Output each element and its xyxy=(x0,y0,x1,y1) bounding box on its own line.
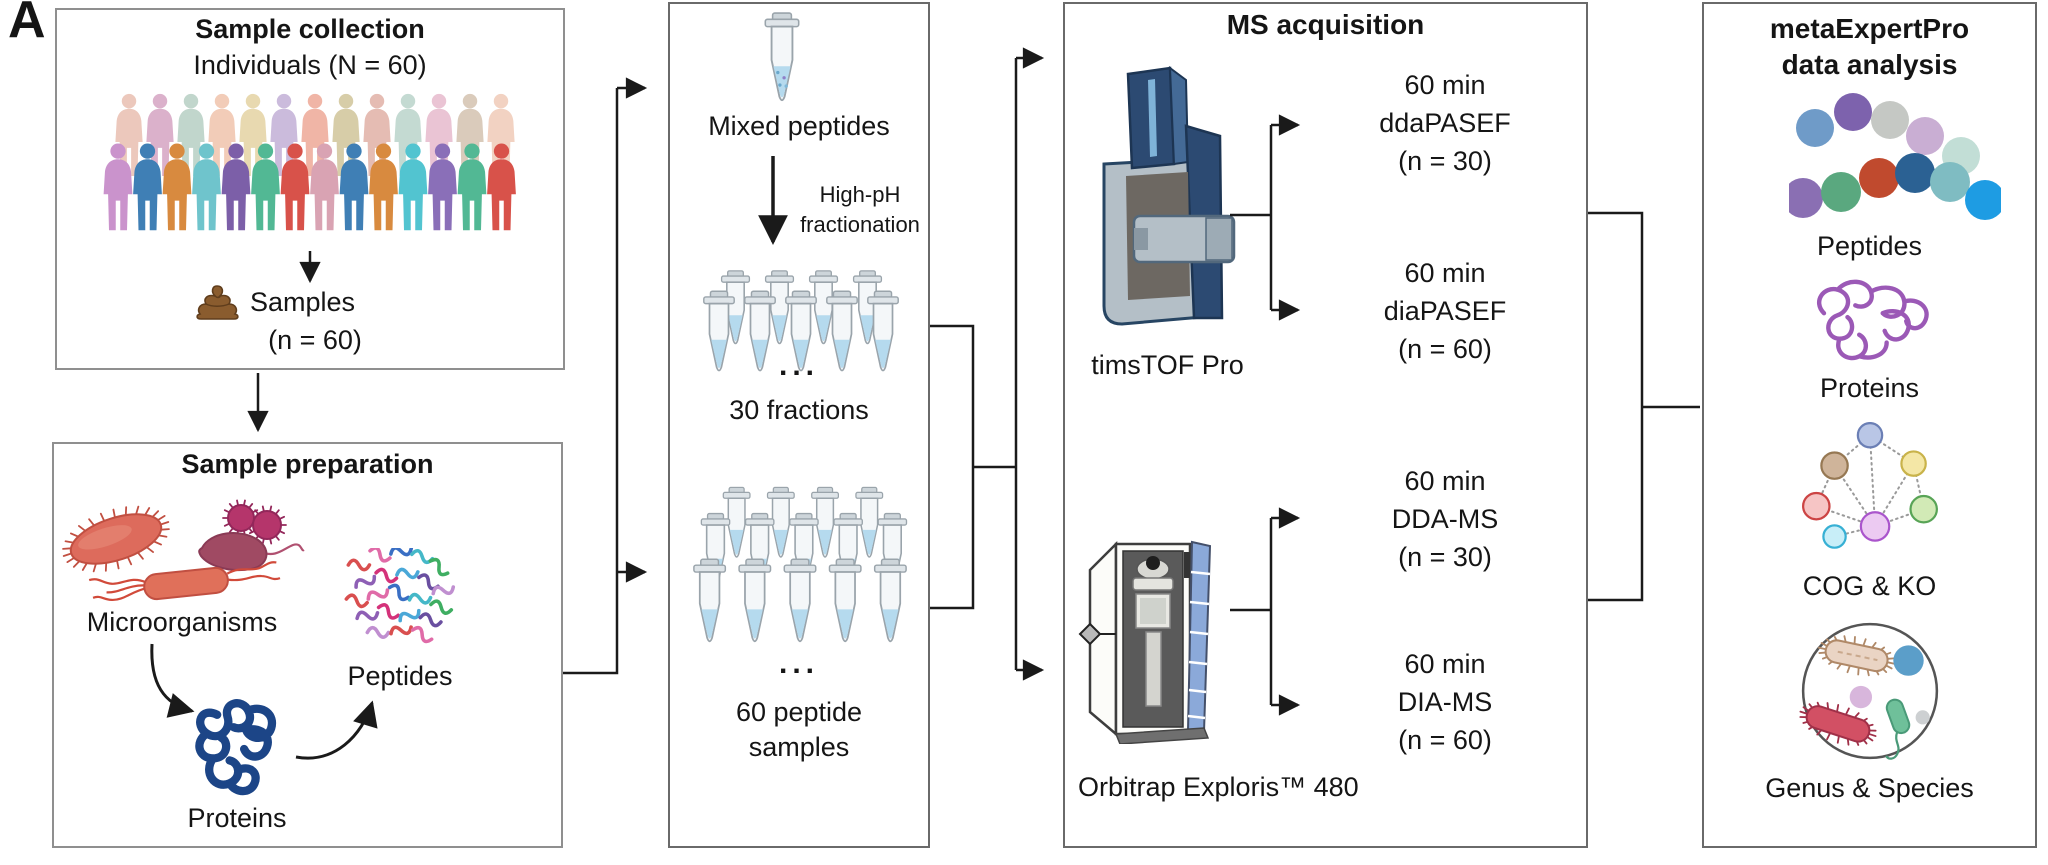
method-diapasef: 60 min diaPASEF (n = 60) xyxy=(1383,258,1507,364)
analysis-protein-tangle-icon xyxy=(1817,279,1929,361)
mixed-peptides-label: Mixed peptides xyxy=(708,111,890,141)
fractionation-panel xyxy=(668,2,930,848)
microbe-tan-rod-icon xyxy=(1818,635,1896,677)
method-dda-ms: 60 min DDA-MS (n = 30) xyxy=(1391,466,1499,572)
sample-preparation-title: Sample preparation xyxy=(181,449,434,479)
cog-ko-label: COG & KO xyxy=(1802,571,1937,601)
ellipsis-samples: ... xyxy=(778,647,819,680)
connector-preparation-out xyxy=(563,88,619,675)
microbe-gray-coccus-icon xyxy=(1915,710,1930,725)
ms-acquisition-title: MS acquisition xyxy=(1226,9,1425,40)
microorganisms-illustration xyxy=(62,499,305,601)
connector-fractionation-merge xyxy=(930,324,975,610)
fractions-label: 30 fractions xyxy=(729,395,869,425)
bacterium-spiky-rod-icon xyxy=(62,505,170,573)
microbe-red-rod-icon xyxy=(1799,701,1877,746)
crowd-illustration xyxy=(103,93,516,231)
cog-ko-network-icon xyxy=(1802,422,1938,549)
peptide-beads-icon xyxy=(1789,93,2001,220)
mixed-peptides-tube-icon xyxy=(764,12,800,102)
genus-species-label: Genus & Species xyxy=(1765,773,1974,803)
analysis-peptides-label: Peptides xyxy=(1816,231,1923,261)
samples-label: Samples xyxy=(250,287,356,317)
peptides-label: Peptides xyxy=(347,661,453,691)
bacterium-flagellated-rod-icon xyxy=(88,561,281,601)
protein-tangle-icon xyxy=(195,699,277,796)
stool-sample-icon xyxy=(196,285,239,320)
peptide-samples-label-line1: 60 peptide xyxy=(735,697,863,727)
figure-label: A xyxy=(8,0,46,49)
genus-species-icon xyxy=(1799,622,1939,760)
method-ddapasef: 60 min ddaPASEF (n = 30) xyxy=(1379,70,1511,176)
orbitrap-label: Orbitrap Exploris™ 480 xyxy=(1078,772,1359,802)
peptides-squiggles-icon xyxy=(344,548,456,644)
analysis-title-line2: data analysis xyxy=(1781,49,1958,80)
microbe-green-rod-icon xyxy=(1885,698,1911,760)
timstof-instrument-icon xyxy=(1102,65,1236,326)
individuals-label: Individuals (N = 60) xyxy=(193,50,427,80)
analysis-proteins-label: Proteins xyxy=(1819,373,1920,403)
peptide-samples-label-line2: samples xyxy=(748,732,850,762)
bacteria-cocci-icon xyxy=(222,499,287,545)
microbe-blue-coccus-icon xyxy=(1893,645,1924,676)
connector-ms-out-merge xyxy=(1588,211,1644,602)
samples-count: (n = 60) xyxy=(268,325,362,355)
peptide-sample-tubes-icon xyxy=(692,486,908,643)
analysis-title-line1: metaExpertPro xyxy=(1769,13,1970,44)
orbitrap-instrument-icon xyxy=(1078,540,1212,744)
high-ph-fractionation-label: High-pH fractionation xyxy=(800,182,920,237)
method-dia-ms: 60 min DIA-MS (n = 60) xyxy=(1397,649,1493,755)
microbe-pink-coccus-icon xyxy=(1849,685,1873,709)
bacterium-kidney-icon xyxy=(198,532,305,571)
ellipsis-fractions: ... xyxy=(778,349,819,382)
microorganisms-label: Microorganisms xyxy=(86,607,278,637)
sample-collection-title: Sample collection xyxy=(195,14,425,44)
proteins-label: Proteins xyxy=(187,803,287,833)
timstof-label: timsTOF Pro xyxy=(1091,350,1244,380)
